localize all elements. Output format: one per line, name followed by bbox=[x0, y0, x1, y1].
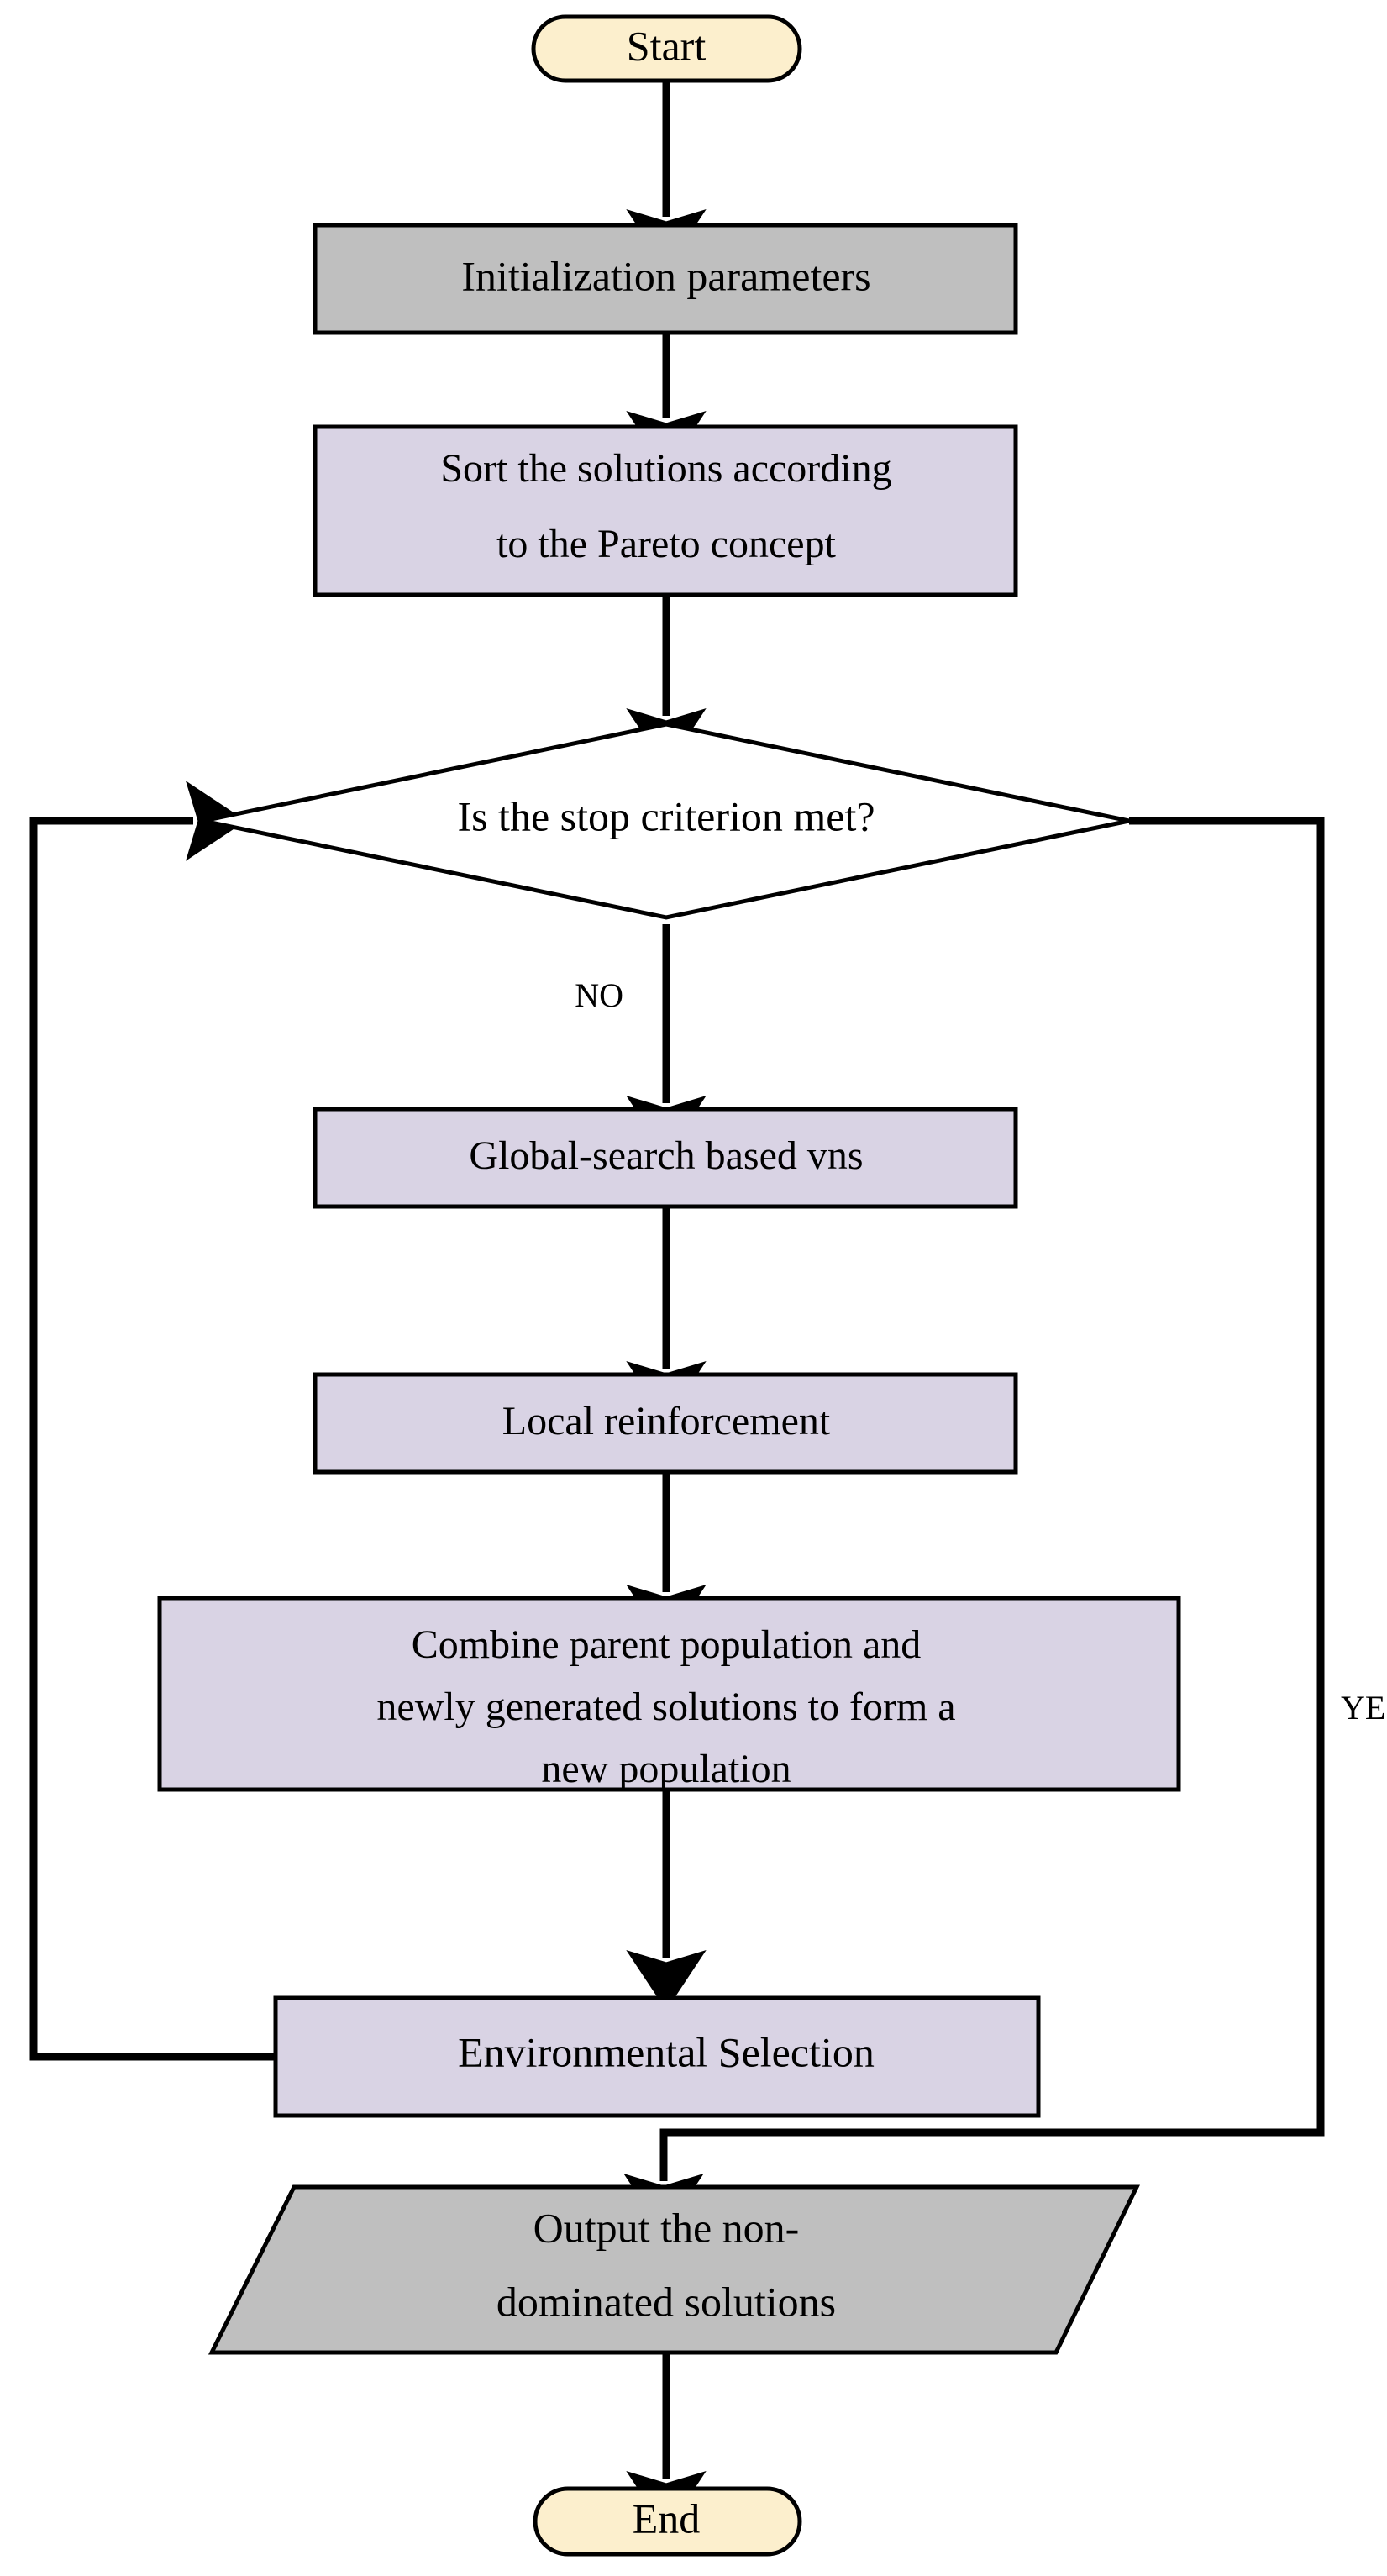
output-label-line1: Output the non- bbox=[533, 2204, 800, 2251]
node-local-reinforcement[interactable]: Local reinforcement bbox=[313, 1372, 1018, 1475]
connector-decision-yes-to-output bbox=[623, 817, 1325, 2234]
edge-label-no: NO bbox=[575, 976, 623, 1014]
global-search-shape bbox=[313, 1107, 1018, 1209]
end-label: End bbox=[633, 2495, 701, 2542]
node-global-search-vns[interactable]: Global-search based vns bbox=[313, 1107, 1018, 1209]
node-initialization-parameters[interactable]: Initialization parameters bbox=[313, 223, 1018, 335]
node-start[interactable]: Start bbox=[531, 14, 802, 83]
init-shape bbox=[313, 223, 1018, 335]
sort-label-line2: to the Pareto concept bbox=[496, 522, 837, 566]
local-label: Local reinforcement bbox=[502, 1399, 831, 1443]
init-label: Initialization parameters bbox=[461, 252, 870, 299]
node-end[interactable]: End bbox=[533, 2486, 802, 2557]
environmental-shape bbox=[273, 1995, 1041, 2118]
sort-shape bbox=[313, 424, 1018, 597]
global-search-label: Global-search based vns bbox=[469, 1133, 863, 1178]
node-stop-criterion-decision[interactable]: Is the stop criterion met? bbox=[202, 722, 1130, 920]
combine-label-line2: newly generated solutions to form a bbox=[376, 1685, 955, 1729]
connector-feedback-loop bbox=[29, 781, 277, 2061]
node-environmental-selection[interactable]: Environmental Selection bbox=[273, 1995, 1041, 2118]
output-shape bbox=[208, 2184, 1140, 2355]
decision-label: Is the stop criterion met? bbox=[457, 792, 875, 839]
combine-label-line3: new population bbox=[541, 1747, 791, 1791]
node-output-nondominated[interactable]: Output the non- dominated solutions bbox=[208, 2184, 1140, 2355]
environmental-label: Environmental Selection bbox=[458, 2028, 875, 2075]
combine-label-line1: Combine parent population and bbox=[412, 1622, 922, 1667]
start-label: Start bbox=[627, 22, 707, 69]
edge-label-yes: YES bbox=[1341, 1689, 1387, 1727]
combine-shape bbox=[157, 1596, 1181, 1792]
local-shape bbox=[313, 1372, 1018, 1475]
node-sort-solutions[interactable]: Sort the solutions according to the Pare… bbox=[313, 424, 1018, 597]
sort-label-line1: Sort the solutions according bbox=[440, 446, 891, 491]
end-shape bbox=[533, 2486, 802, 2557]
start-shape bbox=[531, 14, 802, 83]
decision-shape bbox=[202, 722, 1130, 920]
node-combine-population[interactable]: Combine parent population and newly gene… bbox=[157, 1596, 1181, 1792]
output-label-line2: dominated solutions bbox=[496, 2278, 836, 2325]
